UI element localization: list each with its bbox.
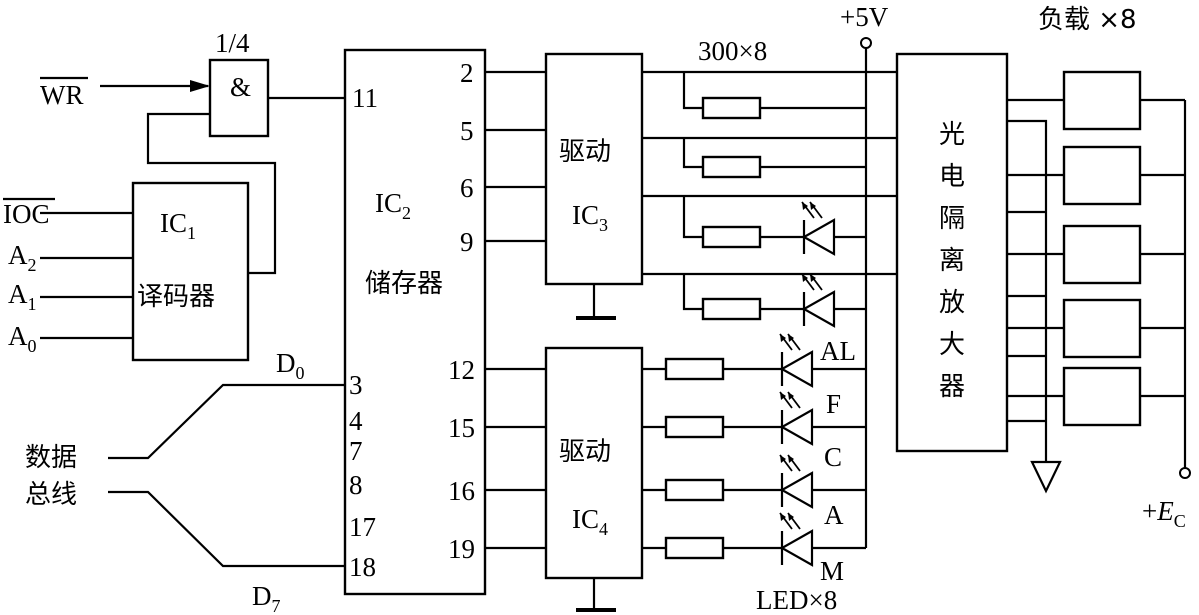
isolator-char-7: 器: [939, 372, 965, 402]
resistor-count-label: 300×8: [698, 36, 767, 66]
pin-3: 3: [349, 370, 363, 400]
d0-label: D0: [276, 348, 305, 383]
pin-4: 4: [349, 406, 363, 436]
led-icon: [800, 272, 836, 328]
driver-ic3: 驱动 IC3: [544, 52, 644, 320]
bus-label-1: 数据: [25, 443, 77, 473]
led-icon: [778, 332, 814, 388]
pin-2: 2: [460, 58, 474, 88]
decoder-ic1: IC1 译码器 IOC A2 A1 A0: [3, 181, 250, 362]
pin-6: 6: [460, 173, 474, 203]
memory-name: IC2: [375, 188, 411, 223]
isolator-char-3: 隔: [939, 204, 965, 234]
d7-label: D7: [252, 581, 281, 615]
memory-driver-wires: [485, 70, 546, 550]
a2-label: A2: [8, 240, 37, 275]
load-box: [1062, 366, 1142, 427]
lower-led-network: AL F C A M LED×8: [642, 332, 866, 615]
resistor: [701, 96, 762, 120]
resistor: [664, 478, 725, 502]
and-gate: 1/4 &: [208, 28, 345, 138]
decoder-name: IC1: [160, 208, 196, 243]
memory-label: 储存器: [365, 269, 443, 299]
upper-output-network: 300×8: [642, 36, 897, 328]
pin-8: 8: [349, 470, 363, 500]
driver4-name: IC4: [572, 504, 608, 539]
ioc-label: IOC: [3, 199, 50, 229]
pin-7: 7: [349, 436, 363, 466]
resistor: [701, 225, 762, 249]
led-icon: [778, 390, 814, 446]
led-icon: [800, 200, 836, 256]
led-label-m: M: [820, 556, 844, 586]
driver3-label: 驱动: [559, 137, 611, 167]
load-network: 负载 ×8 +EC: [1007, 5, 1191, 531]
led-label-al: AL: [820, 336, 856, 366]
resistor: [701, 297, 762, 321]
isolator-char-2: 电: [939, 162, 965, 192]
driver3-name: IC3: [572, 200, 608, 235]
opto-isolator-amplifier: 光 电 隔 离 放 大 器: [895, 52, 1009, 453]
bus-label-2: 总线: [25, 480, 77, 510]
resistor: [664, 536, 725, 560]
isolator-char-5: 放: [939, 288, 965, 318]
load-box: [1062, 298, 1142, 359]
load-box: [1062, 224, 1142, 285]
driver4-label: 驱动: [559, 437, 611, 467]
supply-label: +5V: [840, 2, 889, 32]
pin-18: 18: [349, 552, 376, 582]
ec-label: +EC: [1142, 496, 1186, 531]
isolator-char-1: 光: [939, 120, 965, 150]
ground-icon: [1030, 460, 1062, 494]
pin-19: 19: [448, 534, 475, 564]
a1-label: A1: [8, 279, 37, 314]
resistor: [664, 415, 725, 439]
isolator-char-4: 离: [939, 246, 965, 276]
decoder-to-gate-wire: [146, 112, 277, 275]
gate-symbol: &: [230, 72, 251, 102]
load-box: [1062, 145, 1142, 206]
led-label-f: F: [826, 389, 841, 419]
led-label-a: A: [824, 500, 844, 530]
pin-9: 9: [460, 227, 474, 257]
gate-fraction: 1/4: [215, 28, 250, 58]
resistor: [701, 155, 762, 179]
data-bus: 数据 总线 D0 D7: [25, 348, 345, 615]
led-label-c: C: [824, 442, 842, 472]
led-icon: [778, 511, 814, 567]
pin-16: 16: [448, 476, 475, 506]
memory-ic2: IC2 储存器 11 3 4 7 8 17 18 2 5 6 9 12 15 1…: [343, 48, 487, 596]
isolator-char-6: 大: [939, 330, 965, 360]
pin-11: 11: [352, 83, 378, 113]
resistor: [664, 357, 725, 381]
wr-input: WR: [40, 76, 210, 110]
supply-5v: +5V: [840, 2, 889, 548]
pin-15: 15: [448, 413, 475, 443]
load-label: 负载 ×8: [1038, 5, 1137, 35]
load-box: [1062, 70, 1142, 131]
led-icon: [778, 453, 814, 509]
pin-5: 5: [460, 116, 474, 146]
pin-12: 12: [448, 355, 475, 385]
driver-ic4: 驱动 IC4: [544, 346, 644, 612]
decoder-label: 译码器: [137, 282, 215, 312]
a0-label: A0: [8, 321, 37, 356]
led-count-label: LED×8: [756, 585, 837, 615]
wr-label: WR: [40, 80, 84, 110]
pin-17: 17: [349, 512, 376, 542]
